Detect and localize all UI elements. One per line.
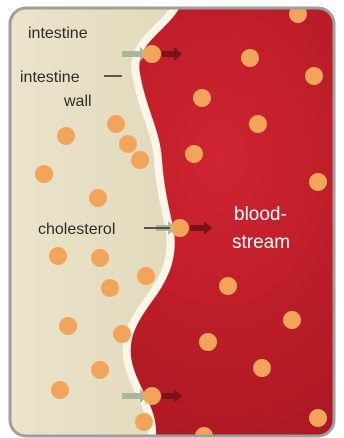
cholesterol-particle <box>89 189 107 207</box>
cholesterol-particle <box>49 247 67 265</box>
cholesterol-particle <box>309 409 327 427</box>
cholesterol-particle <box>219 277 237 295</box>
intestine-wall-label-line2: wall <box>63 93 92 110</box>
intestine-label: intestine <box>28 25 88 42</box>
cholesterol-particle <box>91 361 109 379</box>
cholesterol-particle <box>253 359 271 377</box>
intestine-wall-label-line1: intestine <box>20 69 80 86</box>
cholesterol-particle <box>57 127 75 145</box>
cholesterol-particle <box>51 381 69 399</box>
cholesterol-particle <box>143 387 161 405</box>
cholesterol-particle <box>135 413 153 431</box>
cholesterol-particle <box>59 317 77 335</box>
cholesterol-particle <box>35 165 53 183</box>
cholesterol-particle <box>309 173 327 191</box>
cholesterol-particle <box>241 49 259 67</box>
cholesterol-particle <box>101 279 119 297</box>
cholesterol-label: cholesterol <box>38 221 115 238</box>
cholesterol-particle <box>91 249 109 267</box>
cholesterol-particle <box>137 267 155 285</box>
bloodstream-label-line2: stream <box>232 232 290 253</box>
cholesterol-particle <box>193 89 211 107</box>
cholesterol-particle <box>305 67 323 85</box>
cholesterol-particle <box>283 311 301 329</box>
cholesterol-particle <box>249 115 267 133</box>
cholesterol-particle <box>131 151 149 169</box>
cholesterol-particle <box>113 325 131 343</box>
cholesterol-particle <box>199 333 217 351</box>
cholesterol-particle <box>171 219 189 237</box>
cholesterol-particle <box>107 115 125 133</box>
bloodstream-label-line1: blood- <box>234 204 287 225</box>
cholesterol-particle <box>185 145 203 163</box>
cholesterol-particle <box>143 45 161 63</box>
cholesterol-particle <box>119 135 137 153</box>
